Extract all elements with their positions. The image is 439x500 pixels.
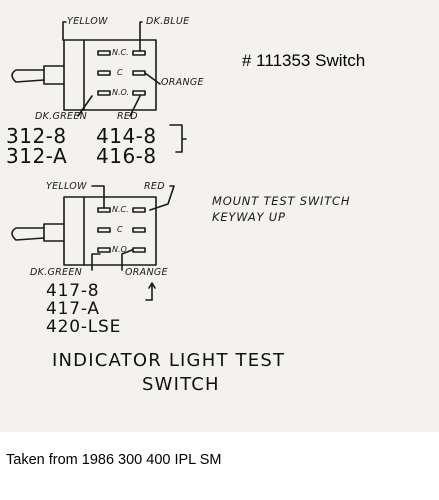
mount-note-line-2: KEYWAY UP bbox=[212, 210, 286, 224]
pin-label-nc: N.C. bbox=[112, 205, 129, 214]
pin-label-c: C bbox=[117, 225, 123, 234]
switch-2-body bbox=[63, 196, 157, 266]
model-number: 414-8 bbox=[96, 124, 157, 148]
wire-label-orange: ORANGE bbox=[161, 77, 204, 88]
switch-2-lever bbox=[11, 227, 45, 241]
switch-reference-label: # 111353 Switch bbox=[242, 51, 366, 70]
wire-label-dk-green: DK.GREEN bbox=[30, 267, 83, 278]
wire-label-yellow: YELLOW bbox=[67, 16, 108, 27]
wire-label-dk-blue: DK.BLUE bbox=[146, 16, 190, 27]
wire-label-red: RED bbox=[117, 111, 138, 122]
model-number: 416-8 bbox=[96, 144, 157, 168]
pin-label-c: C bbox=[117, 68, 123, 77]
wire-label-orange: ORANGE bbox=[125, 267, 168, 278]
pin-label-no: N.O. bbox=[112, 88, 130, 97]
scanned-manual-page bbox=[0, 0, 439, 432]
diagram-title-line-2: SWITCH bbox=[142, 374, 220, 395]
model-number: 312-8 bbox=[6, 124, 67, 148]
wire-label-red: RED bbox=[144, 181, 165, 192]
source-caption: Taken from 1986 300 400 IPL SM bbox=[6, 452, 222, 468]
diagram-title-line-1: INDICATOR LIGHT TEST bbox=[52, 350, 286, 371]
model-number: 417-8 bbox=[46, 281, 100, 301]
wire-label-yellow: YELLOW bbox=[46, 181, 87, 192]
model-number: 417-A bbox=[46, 299, 100, 319]
model-number: 312-A bbox=[6, 144, 68, 168]
pin-label-nc: N.C. bbox=[112, 48, 129, 57]
caption-area bbox=[0, 432, 439, 500]
wire-label-dk-green: DK.GREEN bbox=[35, 111, 88, 122]
pin-label-no: N.O. bbox=[112, 245, 130, 254]
switch-1-bushing bbox=[43, 65, 65, 85]
model-number: 420-LSE bbox=[46, 317, 122, 337]
switch-1-body bbox=[63, 39, 157, 111]
switch-2-bushing bbox=[43, 223, 65, 242]
mount-note-line-1: MOUNT TEST SWITCH bbox=[212, 194, 351, 208]
switch-1-lever bbox=[11, 69, 45, 83]
switch-wiring-drawing bbox=[11, 21, 187, 301]
